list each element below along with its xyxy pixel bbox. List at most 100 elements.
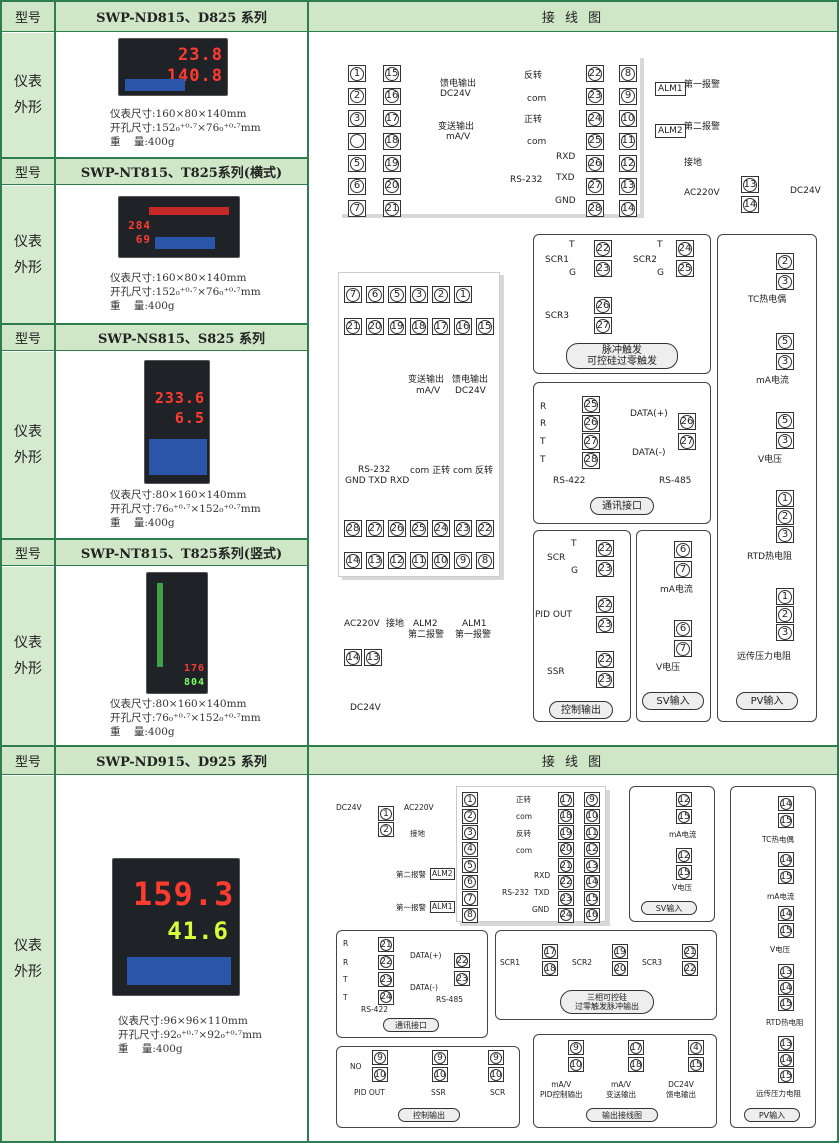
terminal-number: 20: [614, 962, 626, 975]
terminal-number: 19: [614, 945, 626, 958]
terminal: 5: [462, 858, 478, 873]
terminal: 24: [676, 240, 694, 257]
terminal: 5: [776, 333, 794, 350]
model-label-4: 型号: [2, 540, 54, 566]
terminal: 15: [778, 1068, 794, 1083]
terminal-number: 25: [588, 134, 602, 148]
terminal-number: 4: [464, 843, 476, 855]
model-name-2: SWP-NT815、T825系列(横式): [56, 159, 307, 185]
sv-ma-label: mA电流: [660, 585, 693, 595]
left-border: [0, 0, 2, 1143]
no-label: NO: [350, 1062, 362, 1071]
terminal-number: 3: [778, 625, 792, 640]
terminal: 19: [383, 155, 401, 172]
terminal-number: 12: [586, 843, 598, 855]
reverse-label: 反转: [524, 71, 543, 81]
terminal: 10: [584, 808, 600, 824]
terminal-number: 26: [584, 416, 598, 430]
terminal-number: 5: [778, 334, 792, 349]
mav-label-v: mA/V: [416, 386, 441, 396]
terminal-number: 15: [678, 810, 690, 823]
alm2-label-s2: ALM2: [430, 868, 455, 880]
pv-remote-label-2: 远传压力电阻: [756, 1089, 801, 1098]
terminal: 3: [410, 286, 428, 303]
terminal: 21: [558, 858, 574, 873]
terminal-number: 24: [560, 909, 572, 921]
terminal: 2: [378, 822, 394, 837]
terminal-number: 23: [598, 617, 612, 632]
terminal-number: 27: [588, 179, 602, 193]
pv-rtd-label: RTD热电阻: [747, 552, 793, 562]
terminal-number: 26: [680, 414, 694, 429]
reverse-label-s2: 反转: [516, 829, 531, 838]
terminal-number: 6: [368, 287, 382, 302]
terminal-number: 15: [678, 866, 690, 879]
transmit-output-label-2: mA/V 变送输出: [606, 1080, 636, 1099]
sv-input-panel: [636, 530, 711, 722]
pid-out-label: PID OUT: [535, 610, 573, 620]
model-label-5: 型号: [2, 747, 54, 775]
terminal: 18: [410, 318, 428, 335]
dc24v-label: DC24V: [440, 89, 471, 99]
terminal-number: 7: [350, 201, 364, 216]
terminal-number: 8: [464, 909, 476, 921]
terminal-number: 25: [584, 397, 598, 412]
terminal-number: 8: [478, 553, 492, 568]
r-label: R: [343, 958, 349, 967]
terminal-number: 1: [778, 589, 792, 604]
terminal: 11: [410, 552, 428, 569]
terminal: 12: [388, 552, 406, 569]
terminal: 12: [584, 841, 600, 857]
terminal-number: 7: [676, 641, 690, 656]
terminal-number: 22: [598, 652, 612, 667]
pv-ma-label: mA电流: [756, 376, 789, 386]
device-keypad: [127, 957, 231, 985]
terminal: 17: [432, 318, 450, 335]
header-model-label: 型号: [2, 2, 54, 32]
terminal: 23: [594, 260, 612, 277]
model-name-1: SWP-ND815、D825 系列: [56, 2, 307, 32]
alm1-label: ALM1: [655, 82, 686, 96]
terminal-number: 20: [560, 843, 572, 855]
terminal: 14: [344, 552, 362, 569]
pv-rtd-label-2: RTD热电阻: [766, 1018, 804, 1027]
terminal-number: 15: [478, 319, 492, 334]
terminal-number: 22: [560, 876, 572, 888]
terminal: 13: [364, 649, 382, 666]
terminal-number: 26: [588, 156, 602, 171]
terminal: 26: [388, 520, 406, 537]
pid-control-output-label: mA/V PID控制输出: [540, 1080, 583, 1099]
terminal: 9: [488, 1050, 504, 1065]
terminal-number: 12: [678, 793, 690, 806]
scr3-label: SCR3: [545, 311, 569, 321]
feed-output-label-2: DC24V 馈电输出: [666, 1080, 696, 1099]
terminal: 5: [388, 286, 406, 303]
terminal: 17: [558, 792, 574, 807]
terminal: 3: [776, 353, 794, 370]
terminal: 22: [594, 240, 612, 257]
terminal-number: 11: [412, 553, 426, 568]
terminal-number: 4: [690, 1041, 702, 1054]
outline-label-4: 仪表外形: [2, 567, 54, 745]
terminal-number: 6: [676, 542, 690, 557]
terminal-number: 14: [780, 1053, 792, 1066]
terminal: 6: [366, 286, 384, 303]
terminal-number: 10: [434, 553, 448, 568]
terminal: 21: [344, 318, 362, 335]
terminal-number: 24: [434, 521, 448, 536]
terminal-number: 7: [346, 287, 360, 302]
terminal: 6: [674, 620, 692, 637]
terminal: 24: [558, 907, 574, 923]
terminal: 2: [462, 808, 478, 824]
top-border: [0, 0, 839, 2]
terminal: 9: [432, 1050, 448, 1065]
terminal-number: 19: [560, 826, 572, 839]
pv-input-title-2: PV输入: [744, 1108, 800, 1122]
scr2-label: SCR2: [633, 255, 657, 265]
terminal-number: 21: [346, 319, 360, 334]
terminal-number: 14: [743, 197, 757, 212]
led-display-3a: 233.6: [154, 389, 205, 407]
terminal-number: 13: [780, 1037, 792, 1050]
terminal-number: 14: [780, 981, 792, 994]
